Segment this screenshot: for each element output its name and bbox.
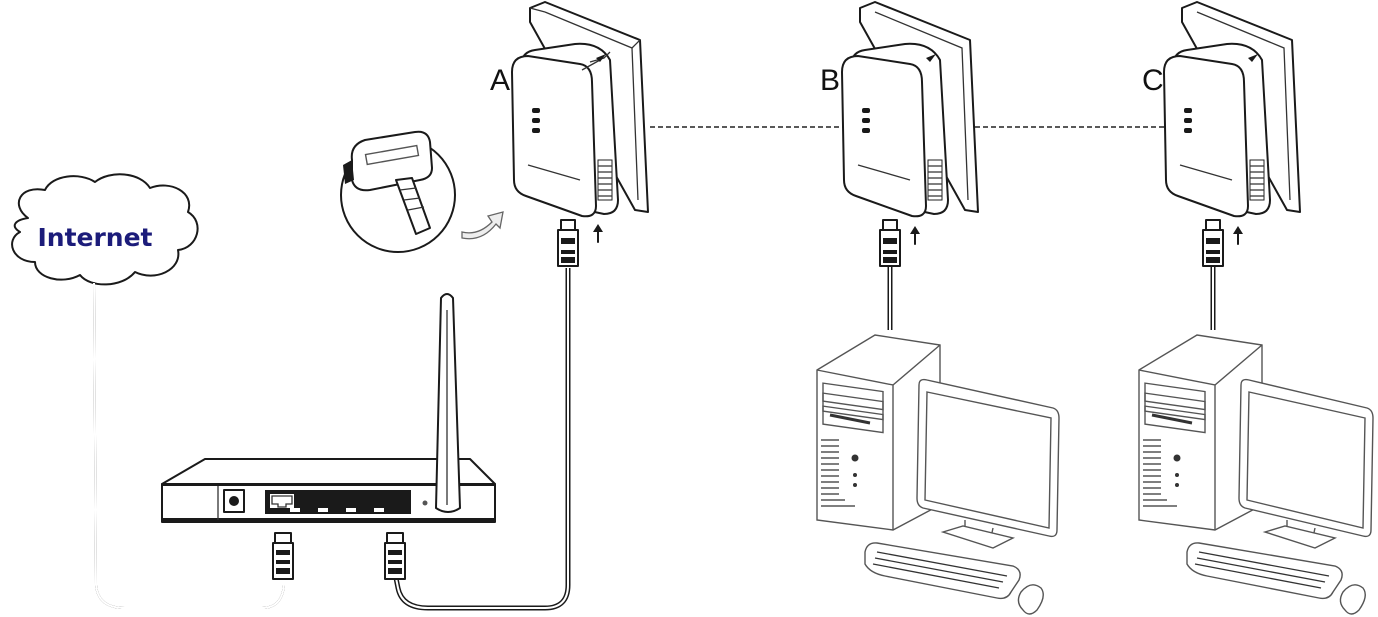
internet-cloud-icon: Internet: [11, 173, 199, 286]
adapter-label-c: C: [1142, 64, 1164, 97]
adapter-label-b: B: [820, 64, 840, 97]
magnifier-inset-icon: [340, 130, 456, 253]
ethernet-plug-icon: [272, 532, 294, 580]
ethernet-plug-icon: [1202, 219, 1224, 267]
adapter-label-a: A: [490, 64, 510, 97]
router-icon: [161, 293, 496, 523]
cables: [93, 126, 1216, 611]
powerline-adapter-a: A: [490, 1, 649, 267]
up-arrow-icon: [593, 224, 603, 243]
desktop-computer-icon: [1138, 334, 1374, 615]
ethernet-plug-icon: [384, 532, 406, 580]
up-arrow-icon: [910, 226, 920, 245]
ethernet-plug-icon: [557, 219, 579, 267]
powerline-adapter-b: B: [820, 1, 979, 267]
ethernet-plug-icon: [879, 219, 901, 267]
internet-label: Internet: [37, 223, 152, 252]
antenna-icon: [435, 293, 461, 513]
curved-arrow-icon: [461, 211, 504, 240]
up-arrow-icon: [1233, 226, 1243, 245]
powerline-adapter-c: C: [1142, 1, 1301, 267]
desktop-computer-icon: [816, 334, 1060, 615]
